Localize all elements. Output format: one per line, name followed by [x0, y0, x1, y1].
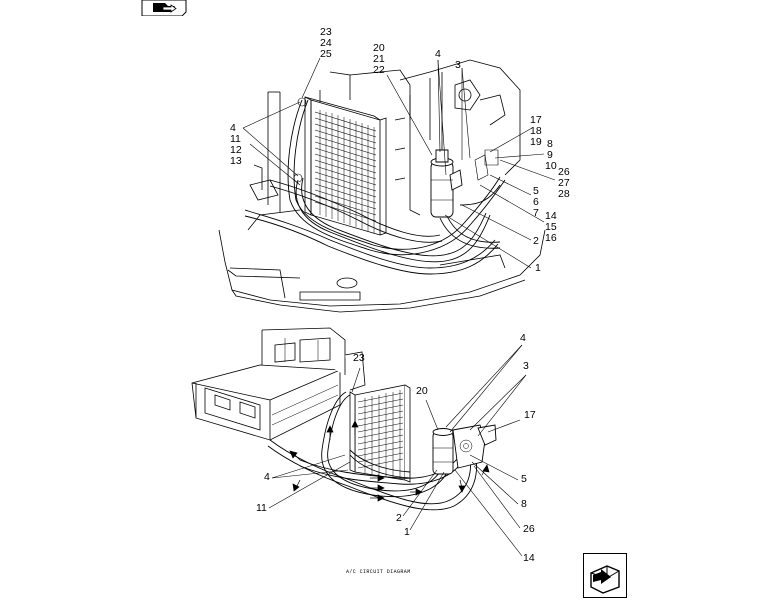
folder-arrow-icon[interactable]: [141, 0, 187, 17]
callout-label: 4: [520, 332, 526, 344]
callout-label: 25: [320, 48, 332, 60]
callout-label: 10: [545, 160, 557, 172]
callout-label: 8: [521, 498, 527, 510]
callout-label: 23: [320, 26, 332, 38]
callout-label: 4: [230, 122, 236, 134]
callout-label: 8: [547, 138, 553, 150]
callout-label: 2: [533, 235, 539, 247]
callout-label: 14: [523, 552, 535, 564]
callout-label: 4: [264, 471, 270, 483]
diagram-caption: A/C CIRCUIT DIAGRAM: [346, 569, 411, 575]
callout-label: 18: [530, 125, 542, 137]
callout-label: 1: [404, 526, 410, 538]
callout-label: 1: [535, 262, 541, 274]
callout-label: 26: [523, 523, 535, 535]
callout-label: 6: [533, 196, 539, 208]
callout-label: 9: [547, 149, 553, 161]
callout-label: 3: [523, 360, 529, 372]
callout-label: 15: [545, 221, 557, 233]
callout-label: 21: [373, 53, 385, 65]
callout-label: 2: [396, 512, 402, 524]
callout-label: 26: [558, 166, 570, 178]
callout-label: 5: [533, 185, 539, 197]
callout-label: 27: [558, 177, 570, 189]
callout-label: 7: [533, 207, 539, 219]
callout-label: 24: [320, 37, 332, 49]
callout-label: 11: [256, 502, 267, 514]
callout-label: 4: [435, 48, 441, 60]
callout-label: 17: [524, 409, 536, 421]
callout-label: 5: [521, 473, 527, 485]
callout-label: 17: [530, 114, 542, 126]
callout-label: 13: [230, 155, 242, 167]
callout-label: 22: [373, 64, 385, 76]
callout-label: 11: [230, 133, 241, 145]
callout-label: 12: [230, 144, 242, 156]
callout-label: 3: [455, 59, 461, 71]
callout-label: 23: [353, 352, 365, 364]
folder-arrow-icon[interactable]: [583, 553, 627, 598]
callout-label: 16: [545, 232, 557, 244]
callout-label: 20: [373, 42, 385, 54]
callout-label: 20: [416, 385, 428, 397]
callout-label: 28: [558, 188, 570, 200]
callout-label: 19: [530, 136, 542, 148]
callout-label: 14: [545, 210, 557, 222]
